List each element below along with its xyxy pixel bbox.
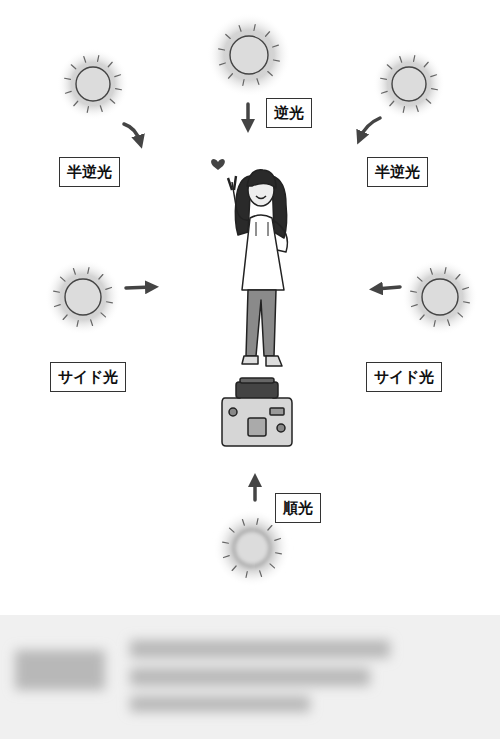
sun-ray (91, 320, 93, 326)
sun-ray (239, 26, 241, 32)
sun-ray (416, 106, 418, 112)
sun-ray (107, 302, 113, 303)
sun-ray (432, 89, 438, 90)
sun-ray (257, 519, 258, 525)
sun-ray (381, 78, 387, 79)
sun-ray (115, 75, 121, 77)
sun-ray (88, 268, 89, 274)
light-label: サイド光 (374, 367, 434, 387)
light-label-box: 順光 (275, 493, 321, 523)
light-label-box: 半逆光 (59, 157, 120, 187)
woman-figure (211, 159, 287, 366)
light-label-box: 逆光 (266, 98, 312, 128)
sun-ray (382, 91, 388, 93)
sun-ray (464, 302, 470, 303)
sun-ray (458, 313, 462, 317)
sun-ray (108, 62, 112, 66)
sun-ray (276, 553, 282, 554)
sun-ray (243, 80, 244, 86)
sun-ray (101, 313, 105, 317)
sun-ray (220, 63, 226, 65)
sun-ray (414, 56, 415, 62)
sun-ray (65, 78, 71, 79)
sun-ray (224, 556, 230, 558)
sun-ray (228, 74, 232, 78)
sun-ray (463, 287, 469, 289)
sun-ray (55, 305, 61, 307)
sun-ray (431, 75, 437, 77)
sun-ray (257, 79, 259, 85)
sun-ray (411, 291, 417, 292)
sun-ray (424, 62, 428, 66)
sun-ray (448, 320, 450, 326)
sun-ray (63, 315, 67, 319)
sun-ray (99, 275, 103, 279)
light-label: サイド光 (58, 367, 118, 387)
sun-ray (275, 538, 281, 540)
sun-ray (268, 526, 272, 530)
light-label: 半逆光 (375, 162, 420, 182)
sun-ray (54, 291, 60, 292)
sun-ray (403, 107, 404, 113)
sun-ray (418, 277, 422, 281)
sun-ray (230, 528, 234, 532)
sun-ray (270, 564, 274, 568)
light-label: 半逆光 (67, 162, 112, 182)
sun-ray (420, 315, 424, 319)
sun-ray (232, 566, 236, 570)
sun-ray (426, 99, 430, 103)
sun-ray (223, 542, 229, 543)
sun-ray (266, 32, 270, 36)
sun-ray (273, 45, 279, 47)
sun-ray (100, 106, 102, 112)
sun-ray (98, 56, 99, 62)
sun-icons (45, 13, 478, 586)
sun-ray (390, 101, 394, 105)
sun-ray (430, 269, 432, 275)
sun-ray (71, 65, 75, 69)
sun-ray (61, 277, 65, 281)
sun-ray (242, 520, 244, 526)
light-arrows (124, 104, 400, 500)
sun-ray (274, 60, 280, 61)
sun-ray (106, 287, 112, 289)
sun-ray (400, 57, 402, 63)
sun-ray (110, 99, 114, 103)
sun-ray (226, 34, 230, 38)
sun-ray (219, 49, 225, 50)
sun-ray (387, 65, 391, 69)
camera-icon (222, 378, 292, 446)
sun-ray (254, 25, 255, 31)
sun-ray (116, 89, 122, 90)
light-label-box: サイド光 (366, 362, 442, 392)
sun-ray (456, 275, 460, 279)
sun-ray (260, 571, 262, 577)
sun-ray (66, 91, 72, 93)
sun-ray (74, 101, 78, 105)
sun-ray (412, 305, 418, 307)
sun-ray (84, 57, 86, 63)
light-label: 逆光 (274, 103, 304, 123)
sun-rays (54, 25, 470, 578)
sun-ray (246, 572, 247, 578)
sun-ray (77, 321, 78, 327)
sun-ray (445, 268, 446, 274)
light-label-box: 半逆光 (367, 157, 428, 187)
blurred-footer (0, 615, 500, 739)
light-label-box: サイド光 (50, 362, 126, 392)
sun-ray (268, 72, 272, 76)
sun-ray (87, 107, 88, 113)
light-label: 順光 (283, 498, 313, 518)
sun-ray (73, 269, 75, 275)
sun-ray (434, 321, 435, 327)
